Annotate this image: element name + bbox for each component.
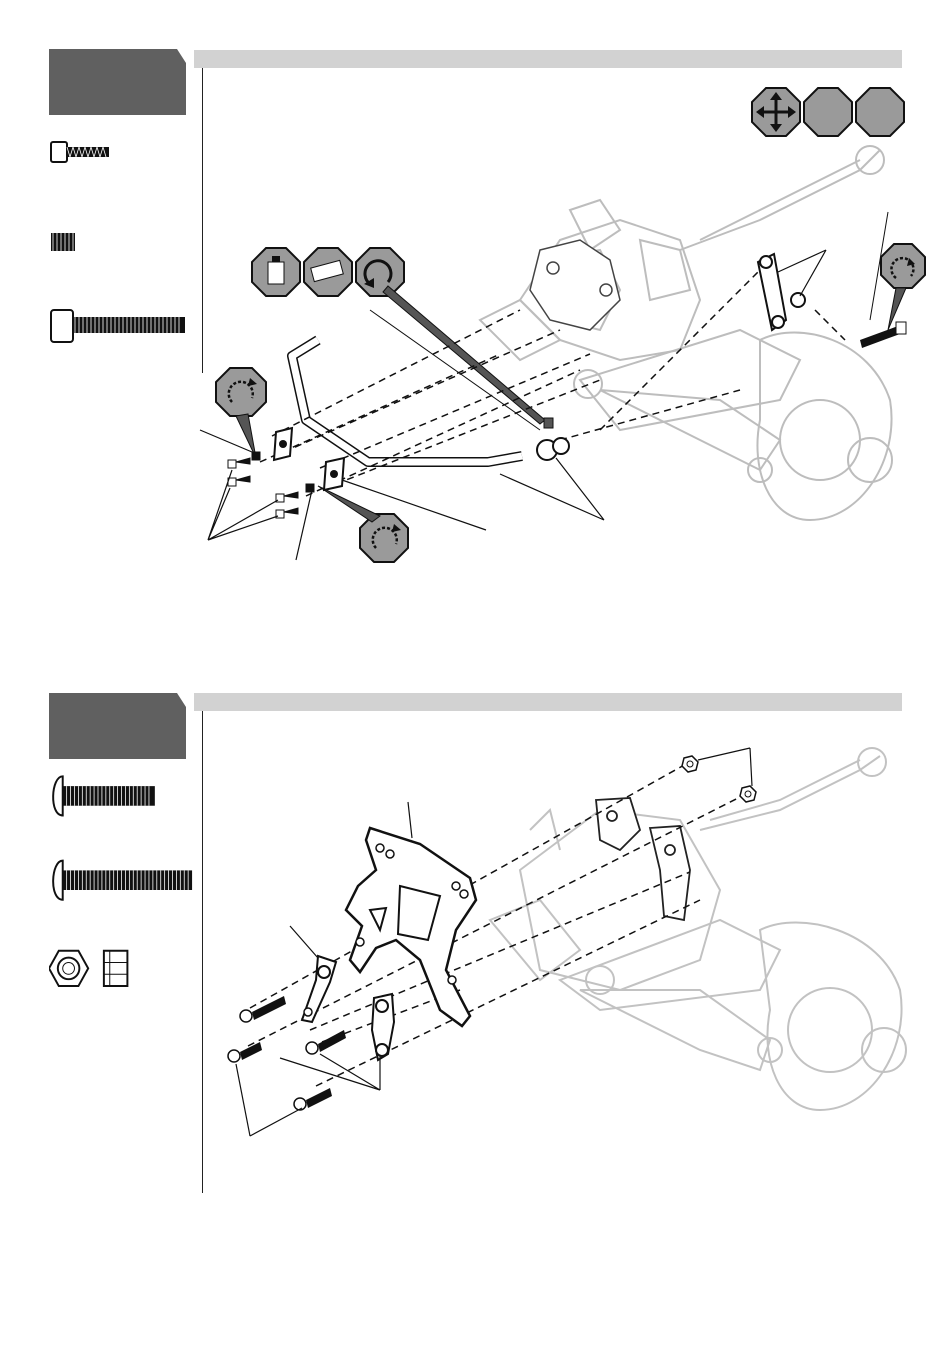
sway-bar — [292, 340, 522, 462]
chassis-assembly — [480, 146, 892, 520]
move-arrows-icon — [752, 88, 800, 136]
tighten-icon — [881, 244, 925, 288]
alignment-lines — [248, 764, 746, 1086]
blank-octagon-icon — [856, 88, 904, 136]
button-head-screw — [294, 1088, 332, 1110]
mount-screw — [228, 452, 314, 518]
thread-lock-icon — [252, 248, 300, 296]
leader-lines — [236, 748, 752, 1136]
brace-plate — [302, 956, 336, 1022]
tighten-icon — [360, 514, 408, 562]
sway-bar-mount — [324, 458, 344, 490]
sway-bar-link — [758, 254, 805, 330]
tighten-icon — [216, 368, 266, 416]
blank-octagon-icon — [804, 88, 852, 136]
assembly-diagram-top — [0, 0, 950, 640]
lock-nut — [740, 786, 756, 802]
long-screw — [860, 322, 906, 348]
tighten-icon — [356, 248, 404, 296]
brace-plate — [372, 994, 394, 1060]
sway-bar-mount — [274, 428, 292, 460]
button-head-screw — [306, 1030, 346, 1054]
ball-end — [537, 418, 569, 460]
grease-icon — [304, 248, 352, 296]
assembly-diagram-bottom — [0, 690, 950, 1210]
shock-tower — [346, 828, 476, 1026]
lock-nut — [682, 756, 698, 772]
button-head-screw — [228, 1042, 262, 1062]
chassis-assembly — [490, 748, 906, 1110]
